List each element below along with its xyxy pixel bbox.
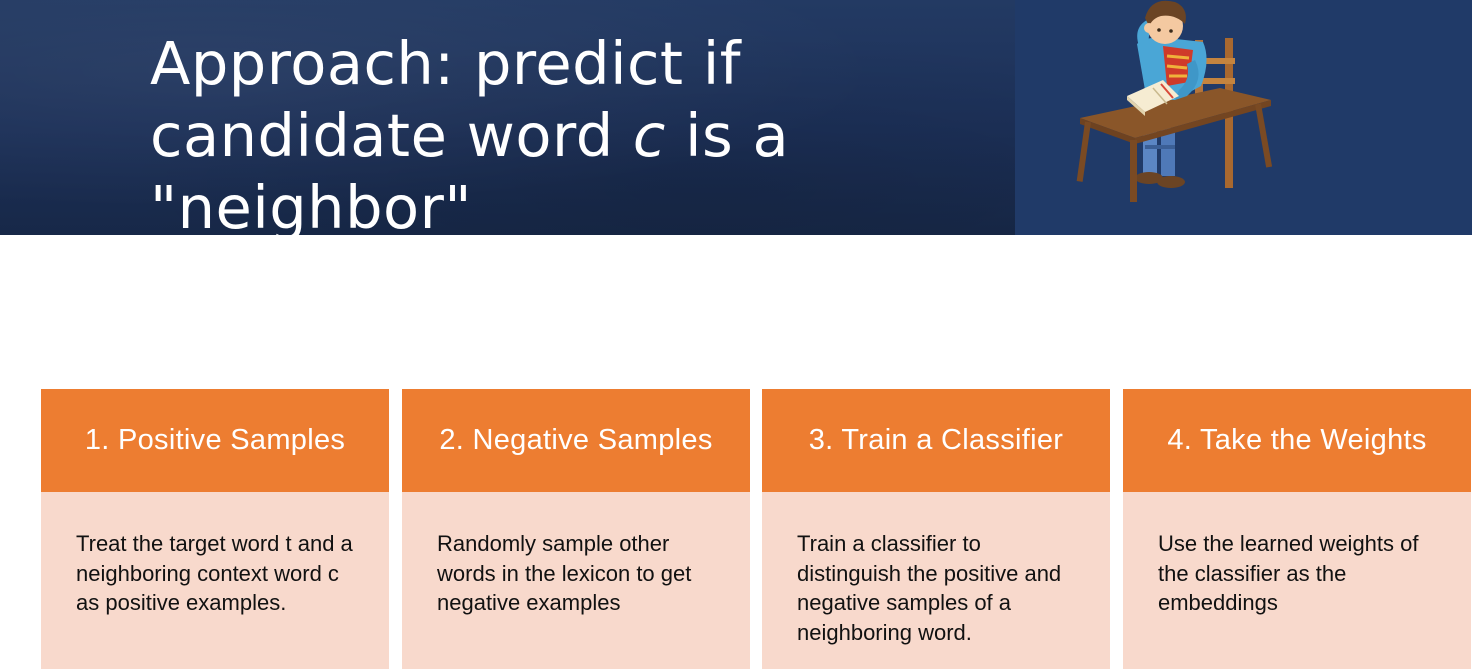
step-2-body: Randomly sample other words in the lexic… (402, 492, 750, 669)
title-variable: c (632, 101, 666, 170)
student-studying-at-desk-icon (1076, 0, 1273, 202)
step-4-heading: 4. Take the Weights (1123, 389, 1471, 492)
title-part2: is a "neighbor" (150, 101, 790, 235)
step-1-body: Treat the target word t and a neighborin… (41, 492, 389, 669)
title-part1: Approach: predict if candidate word (150, 29, 741, 170)
step-2-heading: 2. Negative Samples (402, 389, 750, 492)
step-4-body: Use the learned weights of the classifie… (1123, 492, 1471, 669)
step-3-body: Train a classifier to distinguish the po… (762, 492, 1110, 669)
step-1-heading: 1. Positive Samples (41, 389, 389, 492)
slide-title: Approach: predict if candidate word c is… (150, 28, 1010, 235)
header-texture (0, 0, 1015, 235)
step-3-heading: 3. Train a Classifier (762, 389, 1110, 492)
slide-header: Approach: predict if candidate word c is… (0, 0, 1472, 235)
